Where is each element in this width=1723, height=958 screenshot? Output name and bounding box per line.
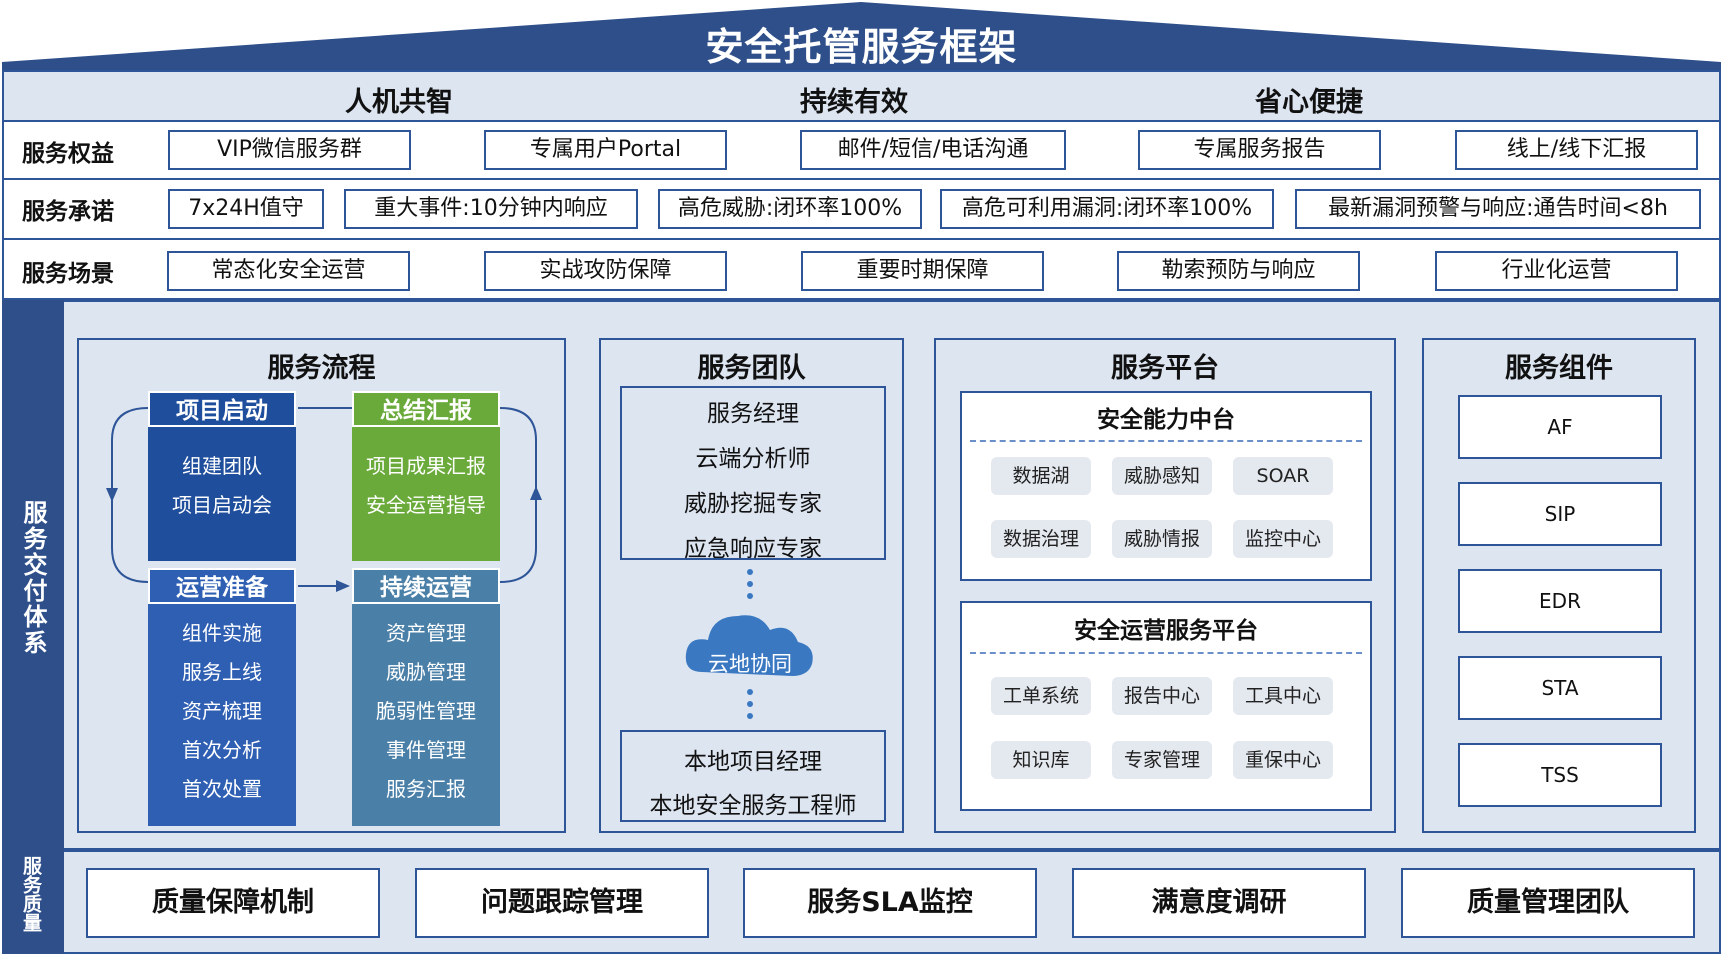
commitment-label: 服务承诺 bbox=[22, 199, 114, 225]
rights-item: VIP微信服务群 bbox=[168, 130, 411, 170]
quality-item: 质量保障机制 bbox=[86, 868, 380, 938]
capability-chip: SOAR bbox=[1233, 457, 1333, 495]
process-continuous-line: 脆弱性管理 bbox=[376, 699, 476, 723]
page-title: 安全托管服务框架 bbox=[705, 25, 1018, 69]
commitment-item: 重大事件:10分钟内响应 bbox=[344, 189, 638, 229]
process-prepare-line: 资产梳理 bbox=[182, 699, 262, 723]
operation-chip: 知识库 bbox=[991, 741, 1091, 779]
roof-banner bbox=[2, 2, 1721, 72]
cloud-team-box bbox=[620, 386, 886, 560]
quality-item: 问题跟踪管理 bbox=[415, 868, 709, 938]
operation-chip: 工具中心 bbox=[1233, 677, 1333, 715]
team-title: 服务团队 bbox=[697, 353, 806, 384]
commitment-item: 高危可利用漏洞:闭环率100% bbox=[940, 189, 1274, 229]
process-prepare-body: 组件实施 服务上线 资产梳理 首次分析 首次处置 bbox=[148, 604, 296, 826]
process-start-line: 项目启动会 bbox=[172, 493, 272, 517]
platform-title: 服务平台 bbox=[1111, 353, 1219, 384]
operation-platform-title: 安全运营服务平台 bbox=[1074, 618, 1258, 644]
scenario-item: 重要时期保障 bbox=[801, 251, 1044, 291]
components-title: 服务组件 bbox=[1505, 353, 1613, 384]
capability-chip: 数据治理 bbox=[991, 520, 1091, 558]
process-title: 服务流程 bbox=[267, 353, 376, 384]
component-sip: SIP bbox=[1458, 482, 1662, 546]
process-summary-line: 项目成果汇报 bbox=[366, 454, 486, 478]
capability-chip: 数据湖 bbox=[991, 457, 1091, 495]
scenario-item: 行业化运营 bbox=[1435, 251, 1678, 291]
value-continuous: 持续有效 bbox=[800, 87, 908, 118]
process-summary-body: 项目成果汇报 安全运营指导 bbox=[352, 427, 500, 561]
rights-label: 服务权益 bbox=[22, 141, 114, 167]
process-prepare-line: 服务上线 bbox=[182, 660, 262, 684]
operation-chip: 重保中心 bbox=[1233, 741, 1333, 779]
capability-chip: 监控中心 bbox=[1233, 520, 1333, 558]
process-summary-head: 总结汇报 bbox=[352, 391, 500, 427]
process-prepare-line: 组件实施 bbox=[182, 621, 262, 645]
values-band bbox=[2, 70, 1721, 122]
capability-divider bbox=[970, 440, 1362, 442]
rights-item: 邮件/短信/电话沟通 bbox=[800, 130, 1066, 170]
delivery-side-label: 服务交付体系 bbox=[19, 500, 47, 656]
cloud-sync-label: 云地协同 bbox=[708, 652, 792, 676]
value-human-machine: 人机共智 bbox=[345, 87, 453, 118]
local-team-box bbox=[620, 730, 886, 822]
quality-item: 服务SLA监控 bbox=[743, 868, 1037, 938]
value-convenient: 省心便捷 bbox=[1255, 87, 1363, 118]
operation-divider bbox=[970, 652, 1362, 654]
process-summary-line: 安全运营指导 bbox=[366, 493, 486, 517]
local-team-member: 本地项目经理 bbox=[684, 749, 822, 775]
operation-chip: 报告中心 bbox=[1112, 677, 1212, 715]
rights-item: 专属用户Portal bbox=[484, 130, 727, 170]
process-continuous-head: 持续运营 bbox=[352, 568, 500, 604]
component-tss: TSS bbox=[1458, 743, 1662, 807]
process-continuous-line: 事件管理 bbox=[386, 738, 466, 762]
delivery-side-label-bar bbox=[2, 300, 64, 850]
process-continuous-line: 资产管理 bbox=[386, 621, 466, 645]
quality-item: 满意度调研 bbox=[1072, 868, 1366, 938]
process-continuous-line: 威胁管理 bbox=[386, 660, 466, 684]
rights-item: 专属服务报告 bbox=[1138, 130, 1381, 170]
process-prepare-line: 首次分析 bbox=[182, 738, 262, 762]
scenario-item: 实战攻防保障 bbox=[484, 251, 727, 291]
process-start-body: 组建团队 项目启动会 bbox=[148, 427, 296, 561]
cloud-team-member: 威胁挖掘专家 bbox=[684, 491, 822, 517]
rights-item: 线上/线下汇报 bbox=[1455, 130, 1698, 170]
component-edr: EDR bbox=[1458, 569, 1662, 633]
process-continuous-line: 服务汇报 bbox=[386, 777, 466, 801]
capability-chip: 威胁感知 bbox=[1112, 457, 1212, 495]
operation-chip: 专家管理 bbox=[1112, 741, 1212, 779]
quality-side-label-bar bbox=[2, 850, 64, 954]
scenarios-label: 服务场景 bbox=[22, 261, 114, 287]
process-prepare-head: 运营准备 bbox=[148, 568, 296, 604]
capability-platform-title: 安全能力中台 bbox=[1097, 407, 1235, 433]
process-start-line: 组建团队 bbox=[182, 454, 262, 478]
scenario-item: 勒索预防与响应 bbox=[1117, 251, 1360, 291]
commitment-item: 高危威胁:闭环率100% bbox=[658, 189, 922, 229]
cloud-team-member: 服务经理 bbox=[707, 401, 799, 427]
quality-item: 质量管理团队 bbox=[1401, 868, 1695, 938]
component-sta: STA bbox=[1458, 656, 1662, 720]
cloud-team-member: 应急响应专家 bbox=[684, 536, 822, 562]
scenario-item: 常态化安全运营 bbox=[167, 251, 410, 291]
quality-side-label: 服务质量 bbox=[20, 856, 42, 932]
process-start-head: 项目启动 bbox=[148, 391, 296, 427]
component-af: AF bbox=[1458, 395, 1662, 459]
process-continuous-body: 资产管理 威胁管理 脆弱性管理 事件管理 服务汇报 bbox=[352, 604, 500, 826]
cloud-team-member: 云端分析师 bbox=[695, 446, 811, 472]
local-team-member: 本地安全服务工程师 bbox=[649, 793, 857, 819]
process-prepare-line: 首次处置 bbox=[182, 777, 262, 801]
commitment-item: 7x24H值守 bbox=[168, 189, 324, 229]
capability-chip: 威胁情报 bbox=[1112, 520, 1212, 558]
operation-chip: 工单系统 bbox=[991, 677, 1091, 715]
commitment-item: 最新漏洞预警与响应:通告时间<8h bbox=[1295, 189, 1701, 229]
